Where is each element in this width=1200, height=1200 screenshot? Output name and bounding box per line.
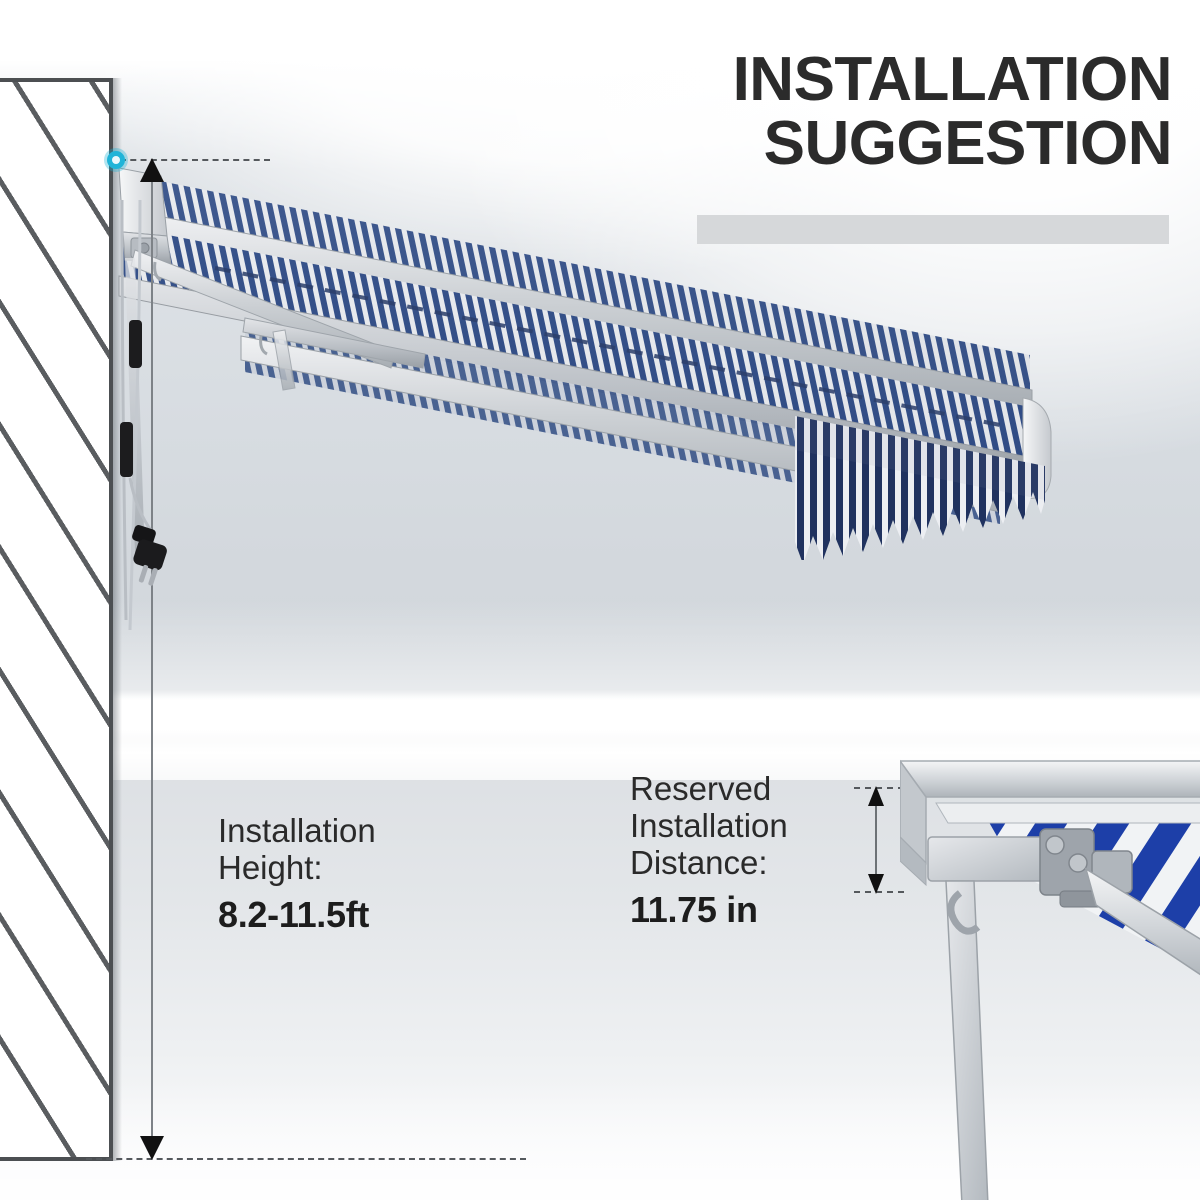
awning-closeup-inset [900,759,1200,1200]
title-accent-bar [697,215,1169,244]
callout-height-label-line-2: Height: [218,849,323,886]
callout-distance-label-line-2: Installation [630,807,788,844]
distance-dimension-arrow [854,786,908,894]
wall-hatch-pattern [0,82,109,1157]
page-title: INSTALLATION SUGGESTION [352,45,1173,178]
callout-height-value: 8.2-11.5ft [218,894,370,935]
background-horizon-band [0,694,1200,734]
inset-hook-icon [947,890,981,935]
inset-joint-hardware [1039,828,1133,908]
inset-arm-profile [1084,867,1200,976]
background-floor-light [0,600,1200,780]
mounting-anchor-marker-icon [107,151,125,169]
cord-clip-lower [120,422,133,477]
callout-reserved-installation-distance: Reserved Installation Distance: 11.75 in [630,770,788,930]
inset-cassette-cover [900,760,1200,798]
awning-valance [795,416,1045,560]
awning-illustration [118,167,1052,560]
power-plug-icon [132,525,167,586]
height-dimension-ground-line [86,1158,526,1160]
inset-support-post [945,880,989,1200]
power-cord [120,200,167,631]
callout-distance-label-line-1: Reserved [630,770,772,807]
height-dimension-arrow-up [140,158,164,182]
callout-distance-value: 11.75 in [630,889,758,930]
cord-clip-upper [129,320,142,368]
page-title-line-1: INSTALLATION [732,45,1173,114]
wall-cross-section [0,78,113,1161]
inset-front-rail [935,802,1200,824]
background-bottom-fade [0,1080,1200,1200]
callout-installation-height: Installation Height: 8.2-11.5ft [218,812,376,935]
height-dimension-arrow-down [140,1136,164,1160]
callout-distance-label-line-3: Distance: [630,844,768,881]
page-title-line-2: SUGGESTION [763,108,1173,178]
awning-seam-stitching [214,266,1001,427]
callout-height-label-line-1: Installation [218,812,376,849]
wall-edge-shadow [113,78,122,1161]
awning-folding-arms [130,249,426,391]
inset-wall-bracket [927,836,1047,882]
height-dimension-line [151,166,153,1154]
awning-arm-hooks [153,261,268,356]
height-dimension-top-extension-line [120,159,270,161]
